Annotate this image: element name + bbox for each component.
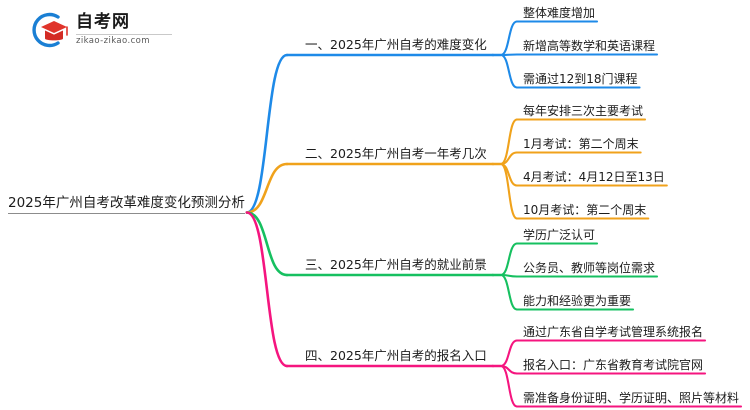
root-label: 2025年广州自考改革难度变化预测分析: [8, 191, 245, 214]
leaf-node-1-2[interactable]: 新增高等数学和英语课程: [523, 36, 655, 56]
leaf-node-3-1[interactable]: 学历广泛认可: [523, 225, 595, 245]
leaf-node-1-3[interactable]: 需通过12到18门课程: [523, 69, 638, 89]
leaf-label-3-1: 学历广泛认可: [523, 227, 596, 242]
leaf-label-2-1: 每年安排三次主要考试: [523, 103, 644, 118]
leaf-label-1-1: 整体难度增加: [523, 5, 596, 20]
branch-node-3[interactable]: 三、2025年广州自考的就业前景: [305, 254, 487, 276]
branch-label-4: 四、2025年广州自考的报名入口: [305, 348, 487, 363]
leaf-node-1-1[interactable]: 整体难度增加: [523, 3, 595, 23]
leaf-label-4-3: 需准备身份证明、学历证明、照片等材料: [523, 390, 740, 405]
site-logo: 自考网 zikao-zikao.com: [28, 8, 172, 52]
branch-label-3: 三、2025年广州自考的就业前景: [305, 257, 487, 272]
leaf-node-2-2[interactable]: 1月考试：第二个周末: [523, 134, 639, 154]
leaf-label-4-2: 报名入口：广东省教育考试院官网: [523, 357, 704, 372]
logo-domain: zikao-zikao.com: [76, 36, 150, 47]
root-node[interactable]: 2025年广州自考改革难度变化预测分析: [8, 191, 245, 214]
leaf-label-3-2: 公务员、教师等岗位需求: [523, 260, 656, 275]
logo-divider: [76, 34, 172, 36]
leaf-node-3-2[interactable]: 公务员、教师等岗位需求: [523, 258, 655, 278]
leaf-label-4-1: 通过广东省自学考试管理系统报名: [523, 324, 704, 339]
branch-label-1: 一、2025年广州自考的难度变化: [305, 37, 487, 52]
leaf-label-1-2: 新增高等数学和英语课程: [523, 38, 656, 53]
leaf-label-2-4: 10月考试：第二个周末: [523, 202, 647, 217]
leaf-node-2-1[interactable]: 每年安排三次主要考试: [523, 101, 643, 121]
logo-text: 自考网 zikao-zikao.com: [76, 14, 172, 46]
leaf-node-2-4[interactable]: 10月考试：第二个周末: [523, 200, 646, 220]
branch-node-4[interactable]: 四、2025年广州自考的报名入口: [305, 345, 487, 367]
branch-node-1[interactable]: 一、2025年广州自考的难度变化: [305, 34, 487, 56]
leaf-node-3-3[interactable]: 能力和经验更为重要: [523, 291, 631, 311]
leaf-node-4-2[interactable]: 报名入口：广东省教育考试院官网: [523, 355, 703, 375]
leaf-label-1-3: 需通过12到18门课程: [523, 71, 638, 86]
graduation-cap-icon: [28, 10, 70, 50]
leaf-label-2-3: 4月考试：4月12日至13日: [523, 169, 665, 184]
logo-name-cn: 自考网: [76, 12, 130, 33]
leaf-node-4-1[interactable]: 通过广东省自学考试管理系统报名: [523, 322, 703, 342]
leaf-label-2-2: 1月考试：第二个周末: [523, 136, 639, 151]
branch-label-2: 二、2025年广州自考一年考几次: [305, 146, 487, 161]
leaf-node-4-3[interactable]: 需准备身份证明、学历证明、照片等材料: [523, 388, 739, 408]
leaf-node-2-3[interactable]: 4月考试：4月12日至13日: [523, 167, 665, 187]
leaf-label-3-3: 能力和经验更为重要: [523, 293, 632, 308]
branch-node-2[interactable]: 二、2025年广州自考一年考几次: [305, 143, 487, 165]
